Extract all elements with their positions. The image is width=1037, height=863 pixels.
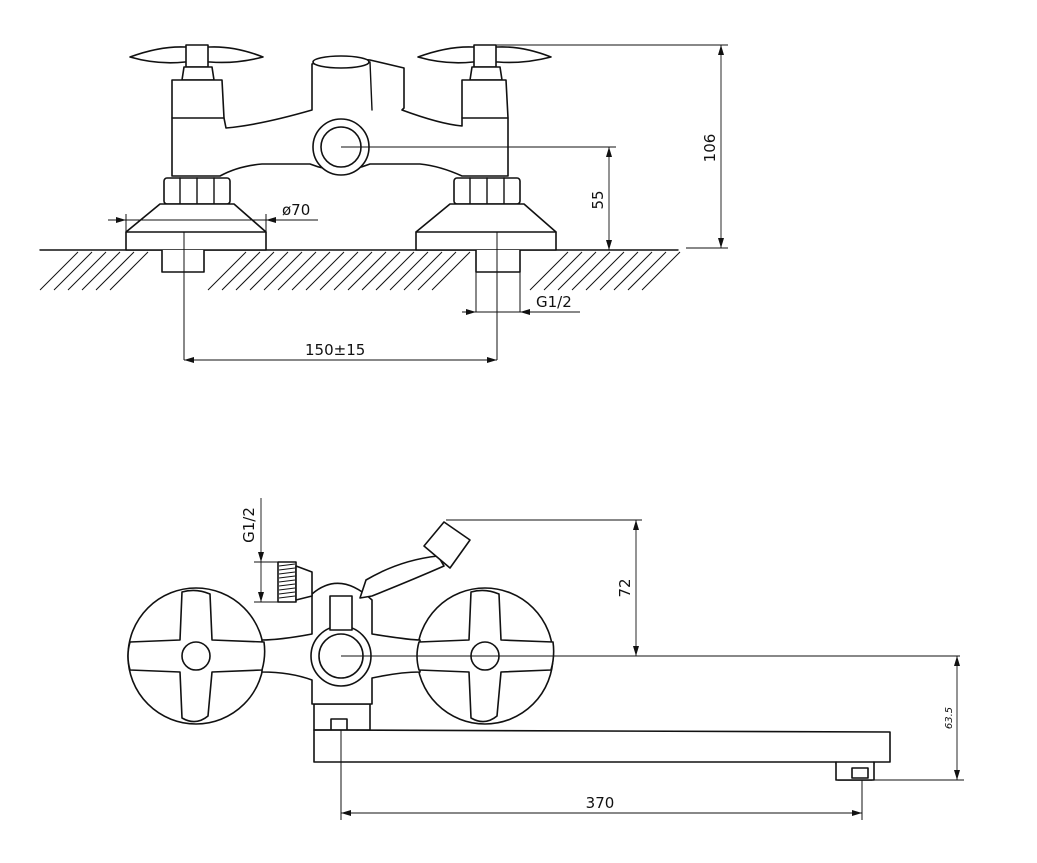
thread-line <box>278 579 296 583</box>
diverter-lever <box>359 521 471 599</box>
wall-hatching <box>39 251 681 291</box>
hatch-line <box>39 251 79 291</box>
hatch-line <box>529 251 569 291</box>
right-nut-flange <box>415 177 557 360</box>
hatch-line <box>221 251 261 291</box>
top-left-cross-handle <box>127 589 266 723</box>
hatch-line <box>431 251 471 291</box>
hatch-line <box>67 251 107 291</box>
thread-line <box>278 575 296 579</box>
dim-outlet-height: 55 <box>341 146 616 250</box>
hatch-line <box>375 251 415 291</box>
center-distance-label: 150±15 <box>305 341 365 359</box>
spout-height-label: 63.5 <box>944 707 955 729</box>
hatch-line <box>305 251 345 291</box>
hatch-line <box>319 251 359 291</box>
thread-line <box>278 571 296 575</box>
hatch-line <box>235 251 275 291</box>
left-cross-handle <box>129 44 264 81</box>
top-view: G1/2 72 63.5 370 <box>127 498 964 820</box>
hatch-line <box>627 251 667 291</box>
hatch-line <box>249 251 289 291</box>
lever-height-label: 72 <box>616 578 634 597</box>
hatch-line <box>109 251 149 291</box>
hatch-line <box>263 251 303 291</box>
dim-spout-length: 370 <box>340 730 863 820</box>
flange-diameter-label: ø70 <box>282 201 310 219</box>
thread-line <box>278 595 296 599</box>
hatch-line <box>347 251 387 291</box>
hatch-line <box>361 251 401 291</box>
hatch-line <box>291 251 331 291</box>
hatch-line <box>557 251 597 291</box>
dim-lever-height: 72 <box>446 519 642 656</box>
hatch-line <box>571 251 611 291</box>
shower-outlet-thread <box>277 561 313 603</box>
total-height-label: 106 <box>701 134 719 163</box>
hatch-line <box>641 251 681 291</box>
hatch-line <box>585 251 625 291</box>
front-view: ø70 G1/2 150±15 55 <box>39 44 728 363</box>
dim-inlet-thread: G1/2 <box>462 293 580 315</box>
hatch-line <box>599 251 639 291</box>
hatch-line <box>613 251 653 291</box>
outlet-height-label: 55 <box>589 190 607 209</box>
dim-spout-height: 63.5 <box>874 656 964 781</box>
thread-line <box>278 591 296 595</box>
shower-thread-label: G1/2 <box>240 507 258 543</box>
thread-line <box>278 563 296 567</box>
dim-flange-diameter: ø70 <box>108 201 318 232</box>
thread-line <box>278 567 296 571</box>
spout-length-label: 370 <box>586 794 615 812</box>
dim-center-distance: 150±15 <box>184 341 497 363</box>
right-cross-handle <box>417 44 552 81</box>
hatch-line <box>417 251 457 291</box>
hatch-line <box>403 251 443 291</box>
dim-total-height: 106 <box>496 44 728 249</box>
hatch-line <box>207 251 247 291</box>
hatch-line <box>277 251 317 291</box>
hatch-line <box>53 251 93 291</box>
thread-line <box>278 583 296 587</box>
hatch-line <box>389 251 429 291</box>
hatch-line <box>81 251 121 291</box>
left-nut-flange <box>125 177 267 360</box>
hatch-line <box>543 251 583 291</box>
hatch-line <box>333 251 373 291</box>
hatch-line <box>95 251 135 291</box>
dim-shower-thread: G1/2 <box>240 498 290 603</box>
thread-line <box>278 587 296 591</box>
spout <box>313 703 891 781</box>
inlet-thread-label: G1/2 <box>536 293 572 311</box>
